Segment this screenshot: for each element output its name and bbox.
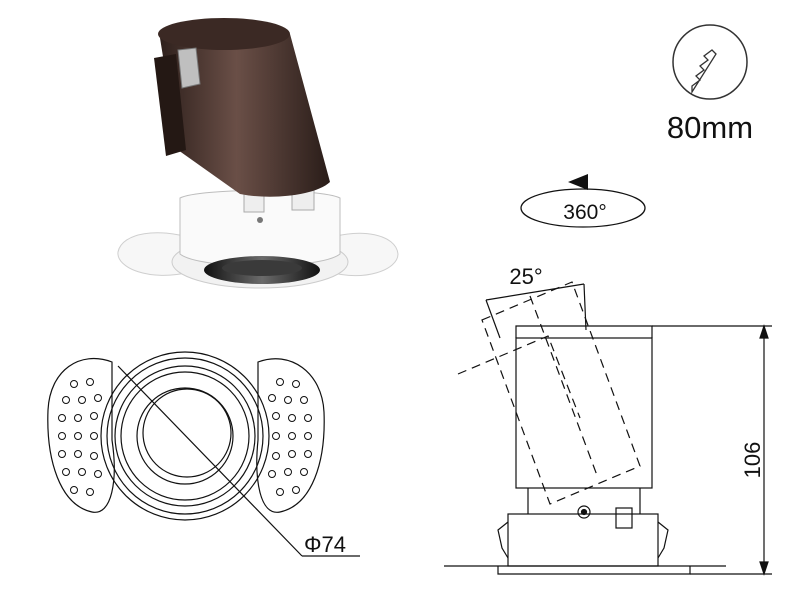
product-render	[117, 18, 399, 289]
cutout-spec: 80mm	[667, 24, 753, 145]
tilt-angle-label: 25°	[509, 264, 542, 289]
front-outer-ring	[100, 351, 270, 521]
rotation-spec: 360°	[520, 174, 646, 228]
side-flange	[497, 566, 691, 575]
cutout-size-label: 80mm	[667, 110, 753, 145]
tilt-angle-marker	[485, 283, 587, 339]
front-flange-right	[256, 358, 325, 513]
rotation-arrow-icon	[568, 174, 588, 190]
housing-clip	[177, 47, 201, 89]
rotation-label: 360°	[563, 201, 606, 224]
lamp-housing	[160, 23, 330, 197]
side-housing-neck	[527, 488, 641, 514]
housing-lower-fin	[154, 54, 186, 156]
front-ring-3	[114, 365, 256, 507]
side-view-drawing	[444, 281, 772, 576]
front-view-drawing	[47, 351, 360, 557]
housing-top-cap	[158, 18, 290, 50]
side-housing-top	[515, 325, 653, 338]
front-reflector-ring	[136, 387, 234, 485]
side-pivot-screw-inner	[580, 508, 588, 516]
reflector-inner	[222, 260, 302, 276]
front-ring-4	[120, 371, 250, 501]
diameter-label: Φ74	[304, 532, 346, 557]
front-ring-2	[106, 357, 264, 515]
front-lens	[142, 388, 232, 478]
side-spring-left	[497, 521, 509, 559]
rotation-ellipse	[520, 188, 646, 228]
side-clip-right	[615, 507, 633, 529]
front-flange-left	[47, 357, 115, 513]
tilted-housing-outline	[457, 281, 641, 505]
height-label: 106	[740, 442, 765, 479]
diameter-leader	[117, 365, 303, 557]
side-spring-right	[657, 521, 669, 559]
flange-hole-pattern	[58, 378, 312, 496]
saw-blade-icon	[691, 49, 717, 95]
height-dimension	[652, 324, 772, 576]
side-bracket	[507, 513, 659, 567]
bracket-hole	[257, 217, 263, 223]
side-housing-upright	[515, 337, 653, 489]
side-pivot-screw	[577, 505, 591, 519]
